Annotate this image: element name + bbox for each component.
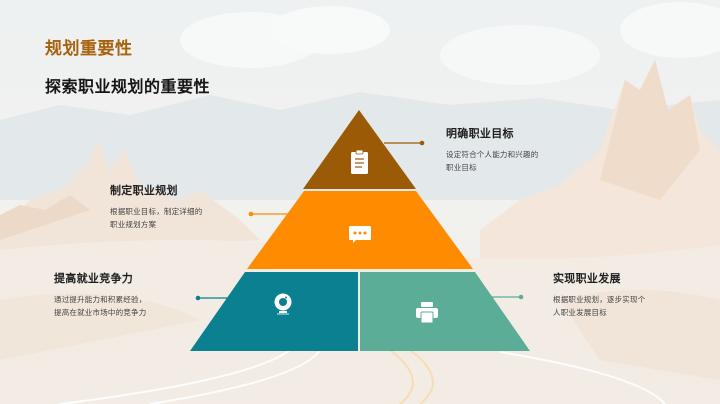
tier-bottom-left-desc-line1: 通过提升能力和积累经验， [54,295,147,304]
tier-top-desc-line2: 职业目标 [446,163,477,172]
tier-middle-desc-line2: 职业规划方案 [110,220,157,229]
tier-middle-label: 制定职业规划 根据职业目标，制定详细的 职业规划方案 [110,182,250,231]
tier-top-title: 明确职业目标 [446,127,514,140]
tier-top-label: 明确职业目标 设定符合个人能力和兴趣的 职业目标 [446,125,606,174]
connector-bottom-right [490,294,524,300]
tier-bottom-right-desc-line2: 人职业发展目标 [553,308,607,317]
section-title: 规划重要性 [45,39,133,59]
clipboard-icon [351,149,368,174]
chat-bubble-icon [349,226,371,243]
tier-bottom-left-title: 提高就业竞争力 [54,272,134,285]
pyramid-tier-top [303,110,416,189]
page-title: 探索职业规划的重要性 [45,77,211,96]
pyramid-tier-bottom-right [360,272,530,351]
tier-middle-title: 制定职业规划 [110,184,178,197]
tier-bottom-right-label: 实现职业发展 根据职业规划，逐步实现个 人职业发展目标 [553,270,693,319]
tier-middle-desc-line1: 根据职业目标，制定详细的 [110,207,203,216]
tier-top-desc-line1: 设定符合个人能力和兴趣的 [446,150,539,159]
webcam-icon [274,293,292,315]
tier-bottom-left-desc-line2: 提高在就业市场中的竞争力 [54,308,147,317]
tier-bottom-left-label: 提高就业竞争力 通过提升能力和积累经验， 提高在就业市场中的竞争力 [54,270,194,319]
printer-icon [416,302,438,324]
connector-middle [248,211,300,217]
connector-top [384,140,425,146]
connector-bottom-left [195,295,230,301]
pyramid-tier-bottom-left [190,272,358,351]
tier-bottom-right-desc-line1: 根据职业规划，逐步实现个 [553,295,646,304]
tier-bottom-right-title: 实现职业发展 [553,272,621,285]
